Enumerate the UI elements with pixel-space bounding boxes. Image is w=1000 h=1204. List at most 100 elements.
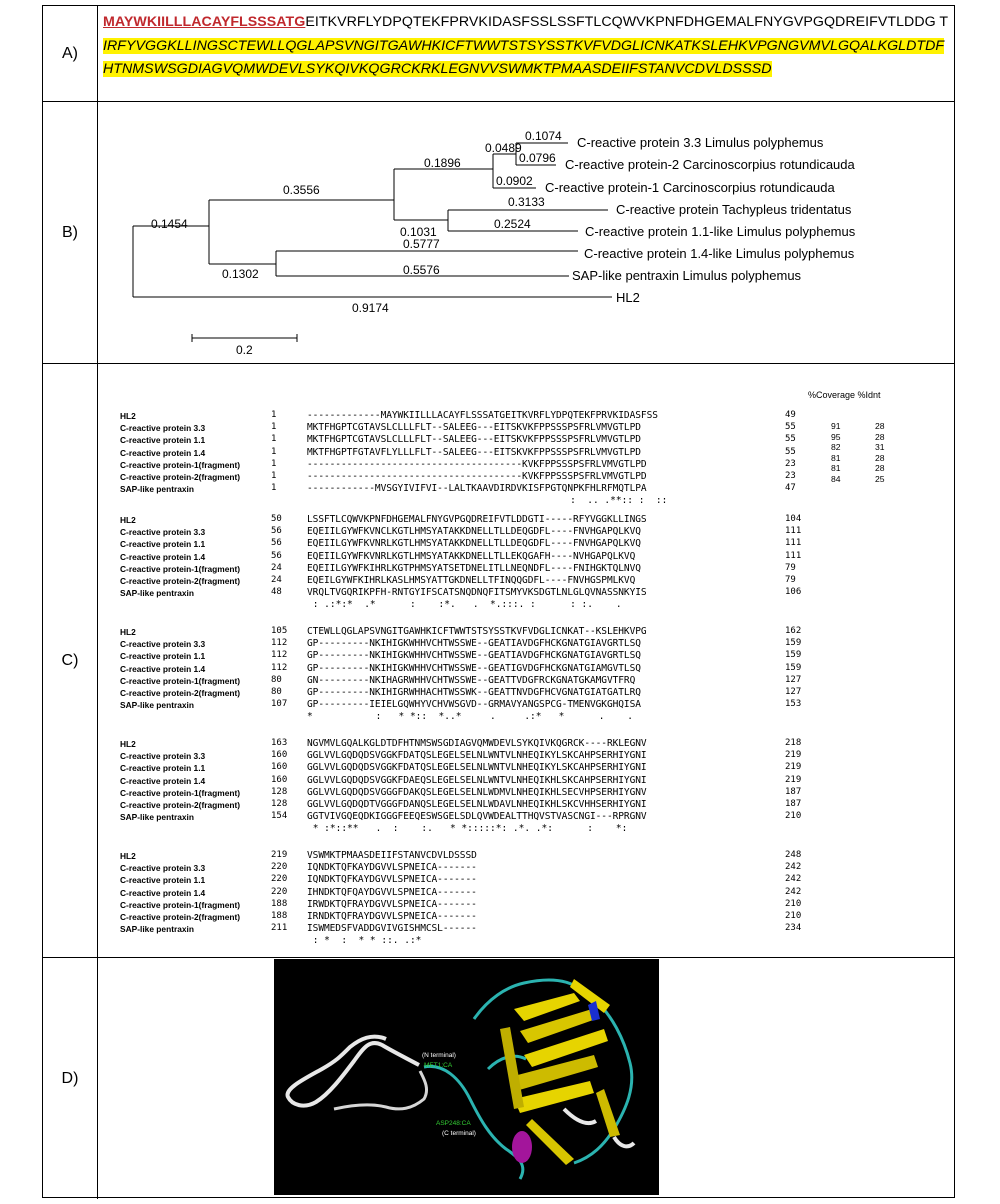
sequence-name: C-reactive protein 1.4	[120, 776, 205, 786]
start-position: 80	[271, 675, 282, 685]
aligned-sequence: -------------MAYWKIILLLACAYFLSSSATGEITKV…	[307, 410, 658, 421]
start-position: 50	[271, 514, 282, 524]
branch-length-labels: 0.1074 0.0489 0.0796 0.1896 0.0902 0.355…	[151, 129, 562, 357]
end-position: 55	[785, 422, 796, 432]
end-position: 242	[785, 874, 801, 884]
end-position: 242	[785, 887, 801, 897]
sequence-name: C-reactive protein-1(fragment)	[120, 460, 240, 470]
start-position: 1	[271, 410, 276, 420]
start-position: 154	[271, 811, 287, 821]
sequence-name: SAP-like pentraxin	[120, 484, 194, 494]
taxon-label: C-reactive protein-2 Carcinoscorpius rot…	[565, 157, 856, 172]
aligned-sequence: GGLVVLGQDQDSVGGKFDATQSLEGELSELNLWNTVLNHE…	[307, 762, 647, 773]
panel-a-label: A)	[43, 6, 98, 101]
sequence-name: HL2	[120, 739, 136, 749]
end-position: 187	[785, 799, 801, 809]
start-position: 1	[271, 459, 276, 469]
start-position: 56	[271, 551, 282, 561]
aligned-sequence: VSWMKTPMAASDEIIFSTANVCDVLDSSSD	[307, 850, 477, 861]
end-position: 159	[785, 638, 801, 648]
sequence-name: C-reactive protein 1.4	[120, 552, 205, 562]
aligned-sequence: MKTFHGPTFGTAVFLYLLLFLT--SALEEG---EITSKVK…	[307, 447, 641, 458]
scale-label: 0.2	[236, 343, 253, 357]
branch-label: 0.1074	[525, 129, 562, 143]
aligned-sequence: GP---------NKIHIGKWHHVCHTWSSWE--GEATIAVD…	[307, 650, 641, 661]
branch-label: 0.1302	[222, 267, 259, 281]
start-position: 220	[271, 874, 287, 884]
aligned-sequence: EQEIILGYWFKVNRLKGTLHMSYATAKKDNELLTLLDEQG…	[307, 538, 641, 549]
start-position: 80	[271, 687, 282, 697]
sequence-name: HL2	[120, 515, 136, 525]
aligned-sequence: IQNDKTQFKAYDGVVLSPNEICA-------	[307, 874, 477, 885]
coverage-value: 81	[831, 453, 841, 463]
aligned-sequence: GGLVVLGQDQDSVGGKFDATQSLEGELSELNLWNTVLNHE…	[307, 750, 647, 761]
n-terminal-label: (N terminal)	[422, 1052, 456, 1059]
aligned-sequence: GGLVVLGQDQDTVGGGFDANQSLEGELSELNLWDAVLNHE…	[307, 799, 647, 810]
conservation-line: * : * *:: *..* . .:* * . .	[307, 711, 633, 722]
start-position: 160	[271, 762, 287, 772]
end-position: 23	[785, 459, 796, 469]
conservation-line: : * : * * ::. .:*	[307, 935, 421, 946]
sequence-name: SAP-like pentraxin	[120, 588, 194, 598]
start-position: 24	[271, 563, 282, 573]
aligned-sequence: LSSFTLCQWVKPNFDHGEMALFNYGVPGQDREIFVTLDDG…	[307, 514, 647, 525]
branch-label: 0.1454	[151, 217, 188, 231]
aligned-sequence: --------------------------------------KV…	[307, 471, 647, 482]
aligned-sequence: GN---------NKIHAGRWHHVCHTWSSWE--GEATTVDG…	[307, 675, 635, 686]
sequence-name: C-reactive protein 3.3	[120, 527, 205, 537]
sequence-name: C-reactive protein 3.3	[120, 751, 205, 761]
sequence-name: HL2	[120, 411, 136, 421]
panel-b-label: B)	[43, 102, 98, 363]
aligned-sequence: GP---------NKIHIGKWHHVCHTWSSWE--GEATIGVD…	[307, 663, 641, 674]
start-position: 107	[271, 699, 287, 709]
coverage-value: 84	[831, 474, 841, 484]
aligned-sequence: IHNDKTQFQAYDGVVLSPNEICA-------	[307, 887, 477, 898]
branch-label: 0.0902	[496, 174, 533, 188]
sequence-name: HL2	[120, 627, 136, 637]
start-position: 24	[271, 575, 282, 585]
aligned-sequence: GP---------NKIHIGRWHHACHTWSSWK--GEATTNVD…	[307, 687, 641, 698]
end-position: 23	[785, 471, 796, 481]
aligned-sequence: --------------------------------------KV…	[307, 459, 647, 470]
branch-label: 0.5576	[403, 263, 440, 277]
panel-c: C) %Coverage %Idnt 912895288231812881288…	[43, 364, 954, 958]
sequence-name: C-reactive protein 1.1	[120, 539, 205, 549]
phylogenetic-tree: 0.1074 0.0489 0.0796 0.1896 0.0902 0.355…	[98, 102, 954, 363]
taxon-label: C-reactive protein Tachypleus tridentatu…	[616, 202, 852, 217]
panel-b: B)	[43, 102, 954, 364]
end-position: 159	[785, 663, 801, 673]
aligned-sequence: GGTVIVGQEQDKIGGGFEEQESWSGELSDLQVWDEALTTH…	[307, 811, 647, 822]
sequence-name: C-reactive protein-1(fragment)	[120, 564, 240, 574]
asp248-label: ASP248:CA	[436, 1120, 471, 1127]
aligned-sequence: GP---------IEIELGQWHYVCHVWSGVD--GRMAVYAN…	[307, 699, 641, 710]
aligned-sequence: GGLVVLGQDQDSVGGKFDAEQSLEGELSELNLWNTVLNHE…	[307, 775, 647, 786]
identity-value: 25	[875, 474, 885, 484]
coverage-value: 91	[831, 421, 841, 431]
end-position: 210	[785, 899, 801, 909]
aligned-sequence: CTEWLLQGLAPSVNGITGAWHKICFTWWTSTSYSSTKVFV…	[307, 626, 647, 637]
end-position: 55	[785, 434, 796, 444]
sequence-name: C-reactive protein-1(fragment)	[120, 676, 240, 686]
start-position: 220	[271, 862, 287, 872]
aligned-sequence: IRWDKTQFRAYDGVVLSPNEICA-------	[307, 899, 477, 910]
sequence-name: C-reactive protein 1.4	[120, 888, 205, 898]
sequence-name: C-reactive protein 1.1	[120, 435, 205, 445]
aligned-sequence: MKTFHGPTCGTAVSLCLLLFLT--SALEEG---EITSKVK…	[307, 422, 641, 433]
start-position: 112	[271, 663, 287, 673]
aligned-sequence: EQEIILGYWFKIHRLKGTPHMSYATSETDNELITLLNEQN…	[307, 563, 641, 574]
signal-peptide: MAYWKIILLLACAYFLSSSATG	[103, 14, 305, 30]
sequence-name: C-reactive protein 3.3	[120, 863, 205, 873]
end-position: 210	[785, 911, 801, 921]
identity-value: 31	[875, 442, 885, 452]
conservation-line: * :*::** . : :. * *:::::*: .*. .*: : *:	[307, 823, 627, 834]
sequence-name: C-reactive protein-2(fragment)	[120, 472, 240, 482]
branch-label: 0.0796	[519, 151, 556, 165]
start-position: 1	[271, 471, 276, 481]
end-position: 47	[785, 483, 796, 493]
start-position: 128	[271, 799, 287, 809]
aligned-sequence: GGLVVLGQDQDSVGGGFDAKQSLEGELSELNLWDMVLNHE…	[307, 787, 647, 798]
start-position: 56	[271, 538, 282, 548]
sequence-name: C-reactive protein 1.4	[120, 448, 205, 458]
end-position: 49	[785, 410, 796, 420]
taxon-label: SAP-like pentraxin Limulus polyphemus	[572, 268, 802, 283]
